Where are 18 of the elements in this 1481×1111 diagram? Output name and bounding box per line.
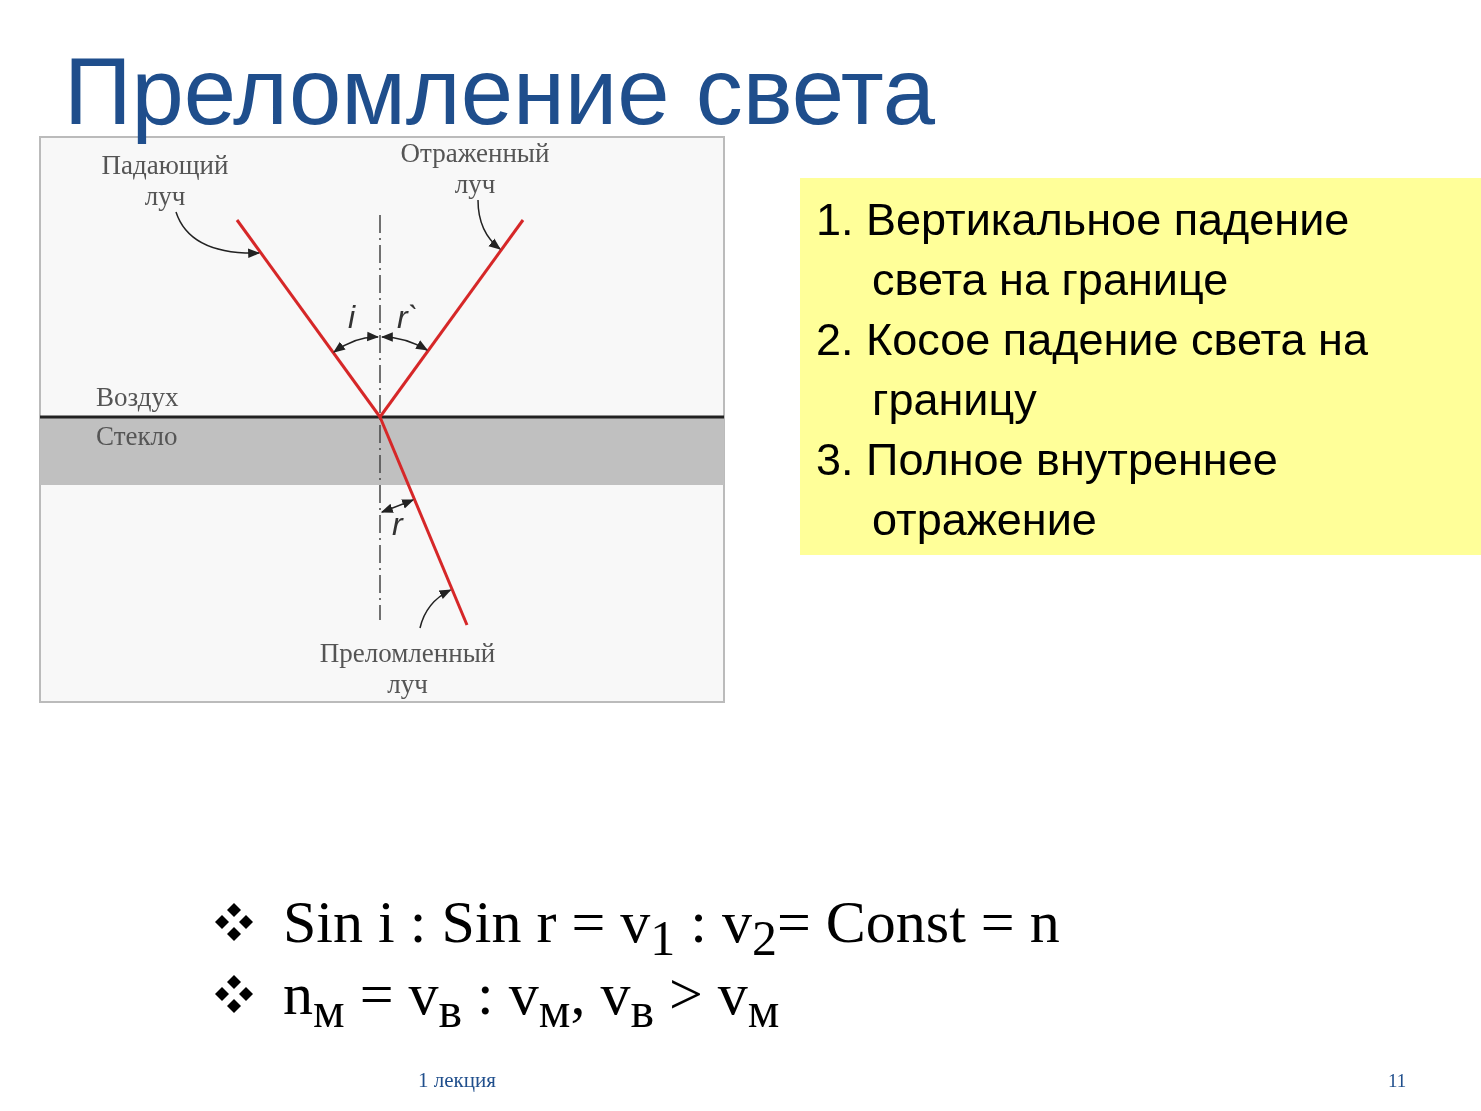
page-number: 11: [1388, 1070, 1407, 1093]
leader-line: [175, 211, 261, 258]
leader-line: [419, 589, 452, 629]
list-item: 3. Полное внутреннее отражение: [816, 433, 1279, 547]
list-item: 1. Вертикальное падение света на границе: [816, 193, 1351, 307]
refracted-ray: [378, 416, 469, 626]
ray-label: Преломленный луч: [300, 638, 515, 701]
medium-label: Воздух: [96, 381, 179, 414]
list-item: 2. Косое падение света на границу: [816, 313, 1369, 427]
medium-label: Стекло: [96, 420, 178, 453]
angle-symbol: i: [348, 298, 356, 337]
incident-ray: [235, 219, 382, 418]
ray-label: Падающий луч: [80, 150, 250, 213]
footer-text: 1 лекция: [418, 1068, 496, 1094]
angle-symbol: r: [392, 505, 403, 544]
leader-line: [477, 199, 501, 250]
reflected-ray: [378, 219, 525, 418]
angle-symbol: r`: [397, 298, 419, 337]
